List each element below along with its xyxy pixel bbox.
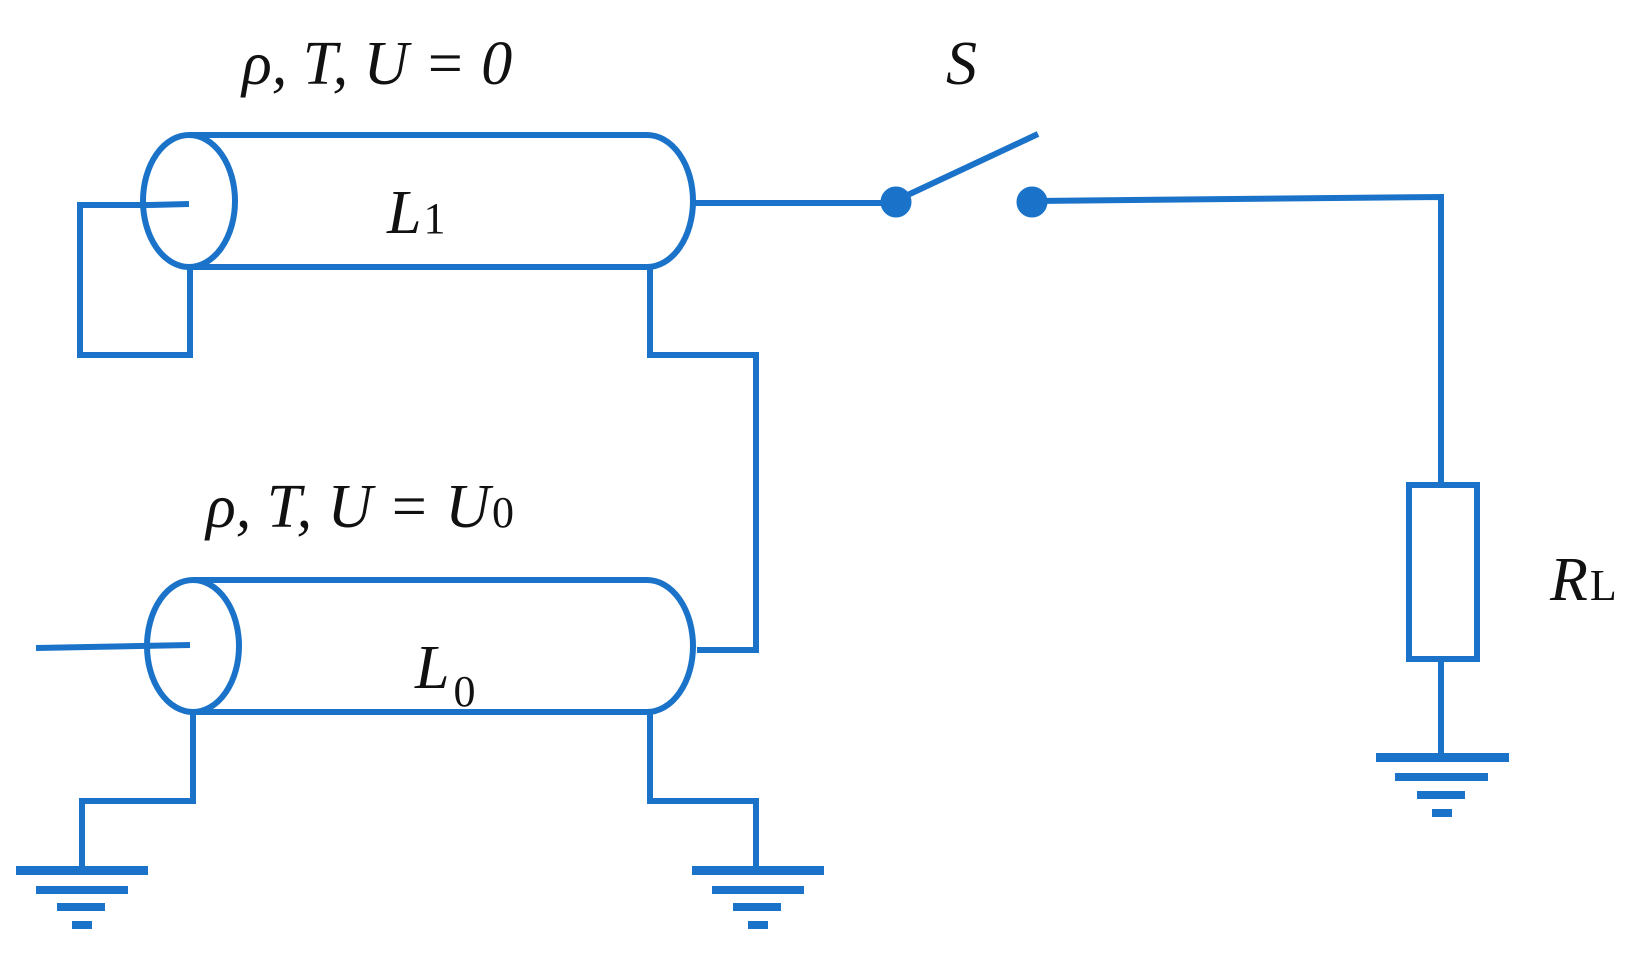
upper-line-params-label: ρ, T, U = 0 xyxy=(240,30,512,98)
l1-end-cap xyxy=(140,132,238,270)
lower-line-name-main: L xyxy=(414,634,449,702)
load-resistor-label: RL xyxy=(1549,546,1617,614)
l0-body xyxy=(193,577,696,715)
upper-line-name-subscript: 1 xyxy=(423,194,445,243)
load-resistor-subscript: L xyxy=(1590,561,1617,610)
switch-blade xyxy=(895,131,1040,203)
interline-connection xyxy=(647,267,759,653)
ground-icon-left xyxy=(16,866,148,929)
lower-line-params-label: ρ, T, U = U0 xyxy=(204,473,514,541)
switch-contact-left xyxy=(880,186,912,218)
l0-left-ground-lead xyxy=(79,712,196,868)
load-resistor-body xyxy=(1406,482,1480,662)
l1-shorted-loop xyxy=(77,202,193,358)
transmission-line-l1 xyxy=(77,132,696,358)
l0-right-ground-lead xyxy=(647,712,759,868)
switch-label: S xyxy=(946,30,977,98)
lower-line-name-subscript: 0 xyxy=(453,667,475,716)
ground-icon-middle xyxy=(692,866,824,929)
ground-icon-right xyxy=(1376,753,1509,817)
switch-output-wire xyxy=(1034,193,1444,485)
transmission-line-l0 xyxy=(35,577,696,715)
lower-line-params-main: ρ, T, U = U xyxy=(204,473,494,541)
switch-contact-right xyxy=(1016,186,1048,218)
switch-contacts xyxy=(880,186,1048,218)
l0-input-lead xyxy=(35,642,191,651)
wiring xyxy=(35,131,1480,868)
upper-line-name-main: L xyxy=(386,179,421,247)
upper-line-name-label: L1 xyxy=(386,179,445,247)
lower-line-name-label: L0 xyxy=(414,634,475,716)
l1-inner-conductor-stub xyxy=(149,201,190,208)
l1-body xyxy=(189,132,696,270)
lower-line-params-subscript: 0 xyxy=(492,488,514,537)
load-resistor-main: R xyxy=(1549,546,1588,614)
